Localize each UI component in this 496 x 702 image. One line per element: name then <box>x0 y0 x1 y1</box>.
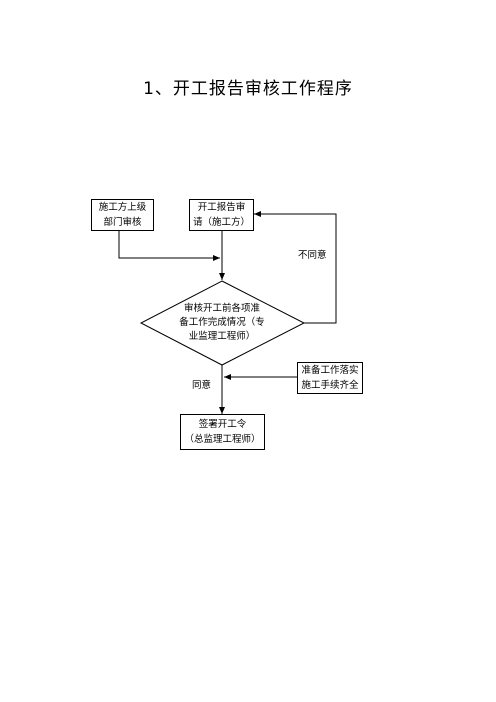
arrow-disagree-loop <box>254 211 337 324</box>
sign-line-2: （总监理工程师） <box>184 434 261 445</box>
prep-complete-box: 准备工作落实 施工手续齐全 <box>297 362 363 394</box>
prep-line-2: 施工手续齐全 <box>301 380 359 391</box>
upper-dept-line-2: 部门审核 <box>103 217 142 228</box>
review-line-2: 备工作完成情况（专 <box>179 317 265 328</box>
report-submit-box: 开工报告审 请（施工方） <box>189 199 254 231</box>
agree-label: 同意 <box>192 380 212 391</box>
review-line-1: 审核开工前各项准 <box>183 303 260 314</box>
upper-dept-review-box: 施工方上级 部门审核 <box>91 199 154 231</box>
disagree-label: 不同意 <box>298 250 327 261</box>
arrow-upper-to-main <box>118 231 220 261</box>
review-line-3: 业监理工程师） <box>188 331 256 342</box>
page-title: 1、开工报告审核工作程序 <box>143 79 353 99</box>
sign-line-1: 签署开工令 <box>198 419 247 430</box>
report-line-2: 请（施工方） <box>192 217 250 228</box>
report-line-1: 开工报告审 <box>197 202 246 213</box>
review-decision-text: 审核开工前各项准 备工作完成情况（专 业监理工程师） <box>172 302 272 344</box>
prep-line-1: 准备工作落实 <box>301 365 359 376</box>
upper-dept-line-1: 施工方上级 <box>98 202 147 213</box>
sign-order-box: 签署开工令 （总监理工程师） <box>180 414 265 450</box>
